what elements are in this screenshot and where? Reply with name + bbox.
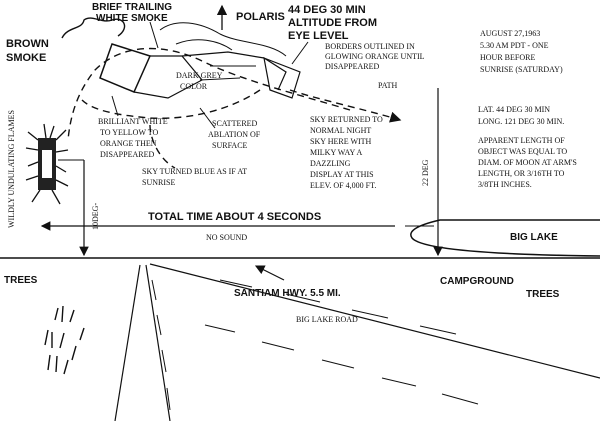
label-altitude-2: ALTITUDE FROM <box>288 17 377 29</box>
label-polaris: POLARIS <box>236 11 285 23</box>
label-sky-returned-7: ELEV. OF 4,000 FT. <box>310 181 376 190</box>
trajectory-inner <box>81 89 261 119</box>
label-scattered-2: ABLATION OF <box>208 130 261 139</box>
label-date-4: SUNRISE (SATURDAY) <box>480 65 563 74</box>
label-brief-trailing-2: WHITE SMOKE <box>96 13 168 24</box>
label-altitude-3: EYE LEVEL <box>288 30 349 42</box>
label-long: LONG. 121 DEG 30 MIN. <box>478 117 564 126</box>
label-scattered-1: SCATTERED <box>212 119 258 128</box>
label-trees-left: TREES <box>4 275 38 286</box>
label-sky-blue-2: SUNRISE <box>142 178 175 187</box>
label-big-lake-road: BIG LAKE ROAD <box>296 315 358 324</box>
label-total-time: TOTAL TIME ABOUT 4 SECONDS <box>148 211 321 223</box>
label-brown-smoke-2: SMOKE <box>6 52 46 64</box>
label-campground: CAMPGROUND <box>440 276 514 287</box>
grass-marks <box>44 305 85 375</box>
label-path: PATH <box>378 81 397 90</box>
label-borders-1: BORDERS OUTLINED IN <box>325 42 415 51</box>
lake-outline <box>410 219 600 257</box>
label-10-deg: 10DEG- <box>91 203 100 230</box>
label-sky-returned-2: NORMAL NIGHT <box>310 126 371 135</box>
label-brilliant-2: TO YELLOW TO <box>100 128 158 137</box>
label-apparent-4: LENGTH, OR 3/16TH TO <box>478 169 565 178</box>
label-date-1: AUGUST 27,1963 <box>480 29 540 38</box>
label-apparent-3: DIAM. OF MOON AT ARM'S <box>478 158 577 167</box>
label-brilliant-1: BRILLIANT WHITE <box>98 117 168 126</box>
label-lat: LAT. 44 DEG 30 MIN <box>478 105 550 114</box>
santiam-arrow <box>254 265 285 281</box>
label-borders-3: DISAPPEARED <box>325 62 379 71</box>
label-scattered-3: SURFACE <box>212 141 248 150</box>
label-dark-grey-1: DARK GREY <box>176 71 223 80</box>
label-santiam: SANTIAM HWY. 5.5 MI. <box>234 288 341 299</box>
trajectory-right <box>289 89 402 123</box>
label-apparent-2: OBJECT WAS EQUAL TO <box>478 147 567 156</box>
label-sky-returned-5: DAZZLING <box>310 159 351 168</box>
object-icon <box>61 17 301 99</box>
label-sky-returned-3: SKY HERE WITH <box>310 137 372 146</box>
label-dark-grey-2: COLOR <box>180 82 208 91</box>
road <box>114 263 600 421</box>
label-no-sound: NO SOUND <box>206 233 247 242</box>
label-sky-returned-4: MILKY WAY A <box>310 148 363 157</box>
label-big-lake: BIG LAKE <box>510 232 558 243</box>
label-sky-returned-1: SKY RETURNED TO <box>310 115 383 124</box>
label-brief-trailing-1: BRIEF TRAILING <box>92 2 172 13</box>
trajectory-mid <box>149 124 176 169</box>
label-apparent-1: APPARENT LENGTH OF <box>478 136 565 145</box>
label-brown-smoke-1: BROWN <box>6 38 49 50</box>
trajectory-outer <box>67 47 351 141</box>
label-borders-2: GLOWING ORANGE UNTIL <box>325 52 425 61</box>
label-sky-returned-6: DISPLAY AT THIS <box>310 170 374 179</box>
label-altitude-1: 44 DEG 30 MIN <box>288 4 366 16</box>
flames-icon <box>25 123 69 205</box>
label-trees-right: TREES <box>526 289 560 300</box>
label-brilliant-4: DISAPPEARED <box>100 150 154 159</box>
label-date-3: HOUR BEFORE <box>480 53 535 62</box>
label-22-deg: 22 DEG <box>421 159 430 186</box>
label-wildly: WILDLY UNDULATING FLAMES <box>7 110 16 228</box>
label-brilliant-3: ORANGE THEN <box>100 139 157 148</box>
label-sky-blue-1: SKY TURNED BLUE AS IF AT <box>142 167 247 176</box>
label-date-2: 5.30 AM PDT - ONE <box>480 41 549 50</box>
label-apparent-5: 3/8TH INCHES. <box>478 180 532 189</box>
